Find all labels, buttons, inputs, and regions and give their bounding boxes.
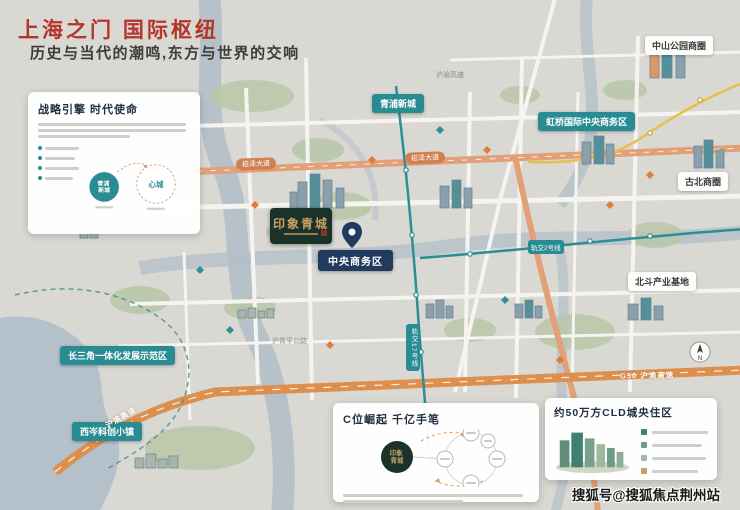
badge-beidou-base: 北斗产业基地 — [628, 272, 697, 291]
beidou-buildings — [627, 297, 664, 321]
legend-swatch — [641, 455, 647, 461]
legend-label-bar — [652, 456, 706, 460]
g50-highway — [52, 365, 740, 476]
road-label-g50: G50 沪渝高速 — [619, 370, 675, 381]
legend-swatch — [641, 442, 647, 448]
strategy-diagram: 青浦 新城 心城 — [89, 162, 176, 210]
project-seal — [321, 229, 327, 236]
compass-n-label: N — [698, 356, 702, 362]
c-position-diagram: 印象 青城 — [381, 424, 506, 492]
metro-label-line2: 轨交2号线 — [528, 240, 564, 254]
road-network — [117, 0, 740, 421]
strategy-text-line — [38, 135, 130, 138]
road-label-songze-1: 崧泽大道 — [235, 157, 277, 171]
cld-box: 约50万方CLD城央住区 — [545, 398, 717, 480]
project-name: 印象青城 — [272, 216, 329, 231]
cld-illustration — [555, 432, 630, 474]
badge-gubei: 古北商圈 — [678, 172, 729, 191]
c-box-text-line — [343, 494, 523, 497]
timeline-dot — [38, 166, 42, 170]
hongqiao-buildings — [581, 135, 615, 165]
east-buildings — [439, 179, 473, 209]
badge-xicen-town: 西岑科创小镇 — [72, 422, 143, 441]
district-boundary — [14, 288, 190, 471]
strategy-box: 战略引擎 时代使命 青浦 新城 心城 — [28, 92, 200, 234]
badge-hongqiao-cbd: 虹桥国际中央商务区 — [538, 112, 636, 131]
xicen-buildings — [134, 453, 179, 469]
road-label-huyu-top: 沪渝高速 — [436, 72, 464, 79]
page-subtitle: 历史与当代的潮鸣,东方与世界的交响 — [30, 45, 300, 62]
c-box-text-line — [343, 500, 463, 503]
strategy-text-line — [38, 123, 186, 126]
sohu-watermark: 搜狐号@搜狐焦点荆州站 — [571, 488, 720, 503]
road-label-huqingping: 沪青平公路 — [272, 338, 307, 345]
project-logo: 印象青城 — [270, 208, 332, 244]
badge-yangtze-delta-zone: 长三角一体化发展示范区 — [60, 346, 176, 365]
timeline-dot — [38, 146, 42, 150]
strategy-text-line — [38, 129, 186, 132]
project-logo-rule — [284, 229, 327, 236]
c-position-box: C位崛起 千亿手笔 印象 青城 — [333, 403, 539, 503]
c-box-center-logo: 印象 青城 — [390, 448, 405, 465]
timeline-label-bar — [45, 166, 79, 170]
timeline-label-bar — [45, 146, 79, 150]
badge-zhongshan-park: 中山公园商圈 — [645, 36, 714, 55]
badge-qingpu-newtown: 青浦新城 — [372, 94, 425, 113]
strategy-box-title: 战略引擎 时代使命 — [38, 104, 139, 116]
timeline-dot — [38, 156, 42, 160]
legend-label-bar — [652, 443, 702, 447]
strategy-circle1-label: 青浦 新城 — [97, 179, 110, 194]
legend-label-bar — [652, 469, 698, 473]
strategy-timeline — [38, 146, 79, 222]
road-label-songze-2: 崧泽大道 — [404, 151, 446, 165]
badge-central-cbd: 中央商务区 — [318, 250, 393, 271]
gubei-buildings — [693, 139, 725, 169]
c-position-box-title: C位崛起 千亿手笔 — [343, 414, 440, 426]
strategy-circle2-label: 心城 — [149, 180, 164, 189]
zhujiajiao-buildings — [237, 307, 275, 319]
timeline-dot — [38, 176, 42, 180]
cld-box-title: 约50万方CLD城央住区 — [554, 407, 673, 419]
cbd-pin — [342, 222, 362, 248]
legend-swatch — [641, 429, 647, 435]
legend-swatch — [641, 468, 647, 474]
timeline-label-bar — [45, 176, 73, 180]
page-title: 上海之门 国际枢纽 — [18, 19, 219, 42]
south-buildings — [425, 299, 543, 319]
cld-legend — [641, 429, 708, 474]
legend-label-bar — [652, 430, 708, 434]
timeline-label-bar — [45, 156, 75, 160]
metro-label-line17: 轨交17号线 — [406, 324, 420, 372]
compass: N — [689, 341, 711, 363]
